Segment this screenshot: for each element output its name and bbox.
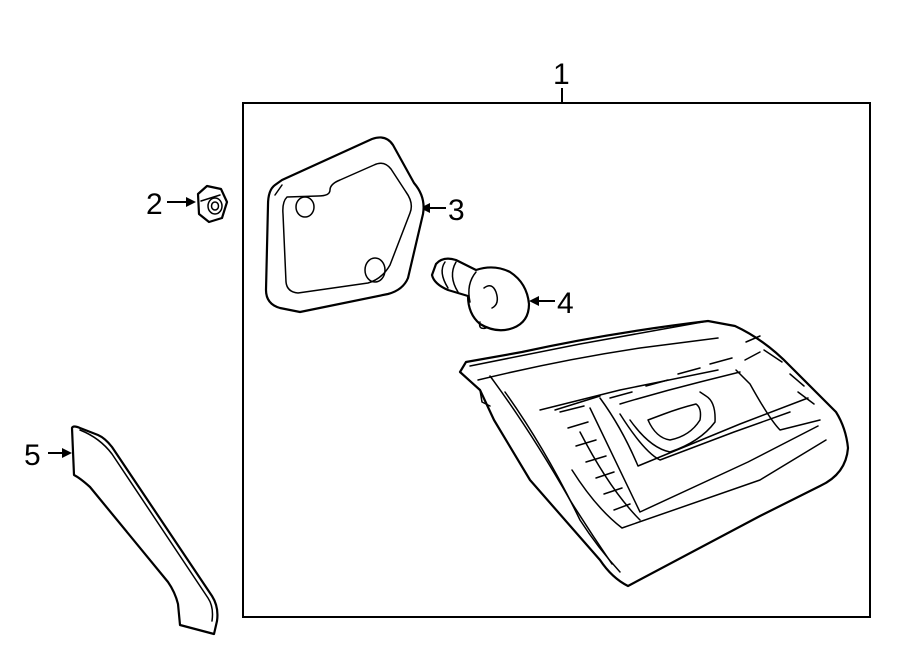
- callout-4: 4: [557, 287, 574, 320]
- assembly-box: [242, 88, 871, 618]
- lamp-assembly-part: [458, 319, 850, 588]
- leader-arrow-5: [48, 448, 72, 458]
- leader-arrow-4: [529, 296, 555, 306]
- gasket-part: [264, 136, 425, 314]
- bulb-part: [430, 257, 531, 332]
- leader-arrow-3: [420, 203, 446, 213]
- callout-2: 2: [146, 188, 163, 221]
- leader-arrow-2: [167, 197, 196, 207]
- callout-3: 3: [448, 194, 465, 227]
- nut-part: [196, 184, 229, 224]
- trim-part: [70, 425, 219, 636]
- callout-1: 1: [553, 58, 570, 91]
- callout-5: 5: [24, 439, 41, 472]
